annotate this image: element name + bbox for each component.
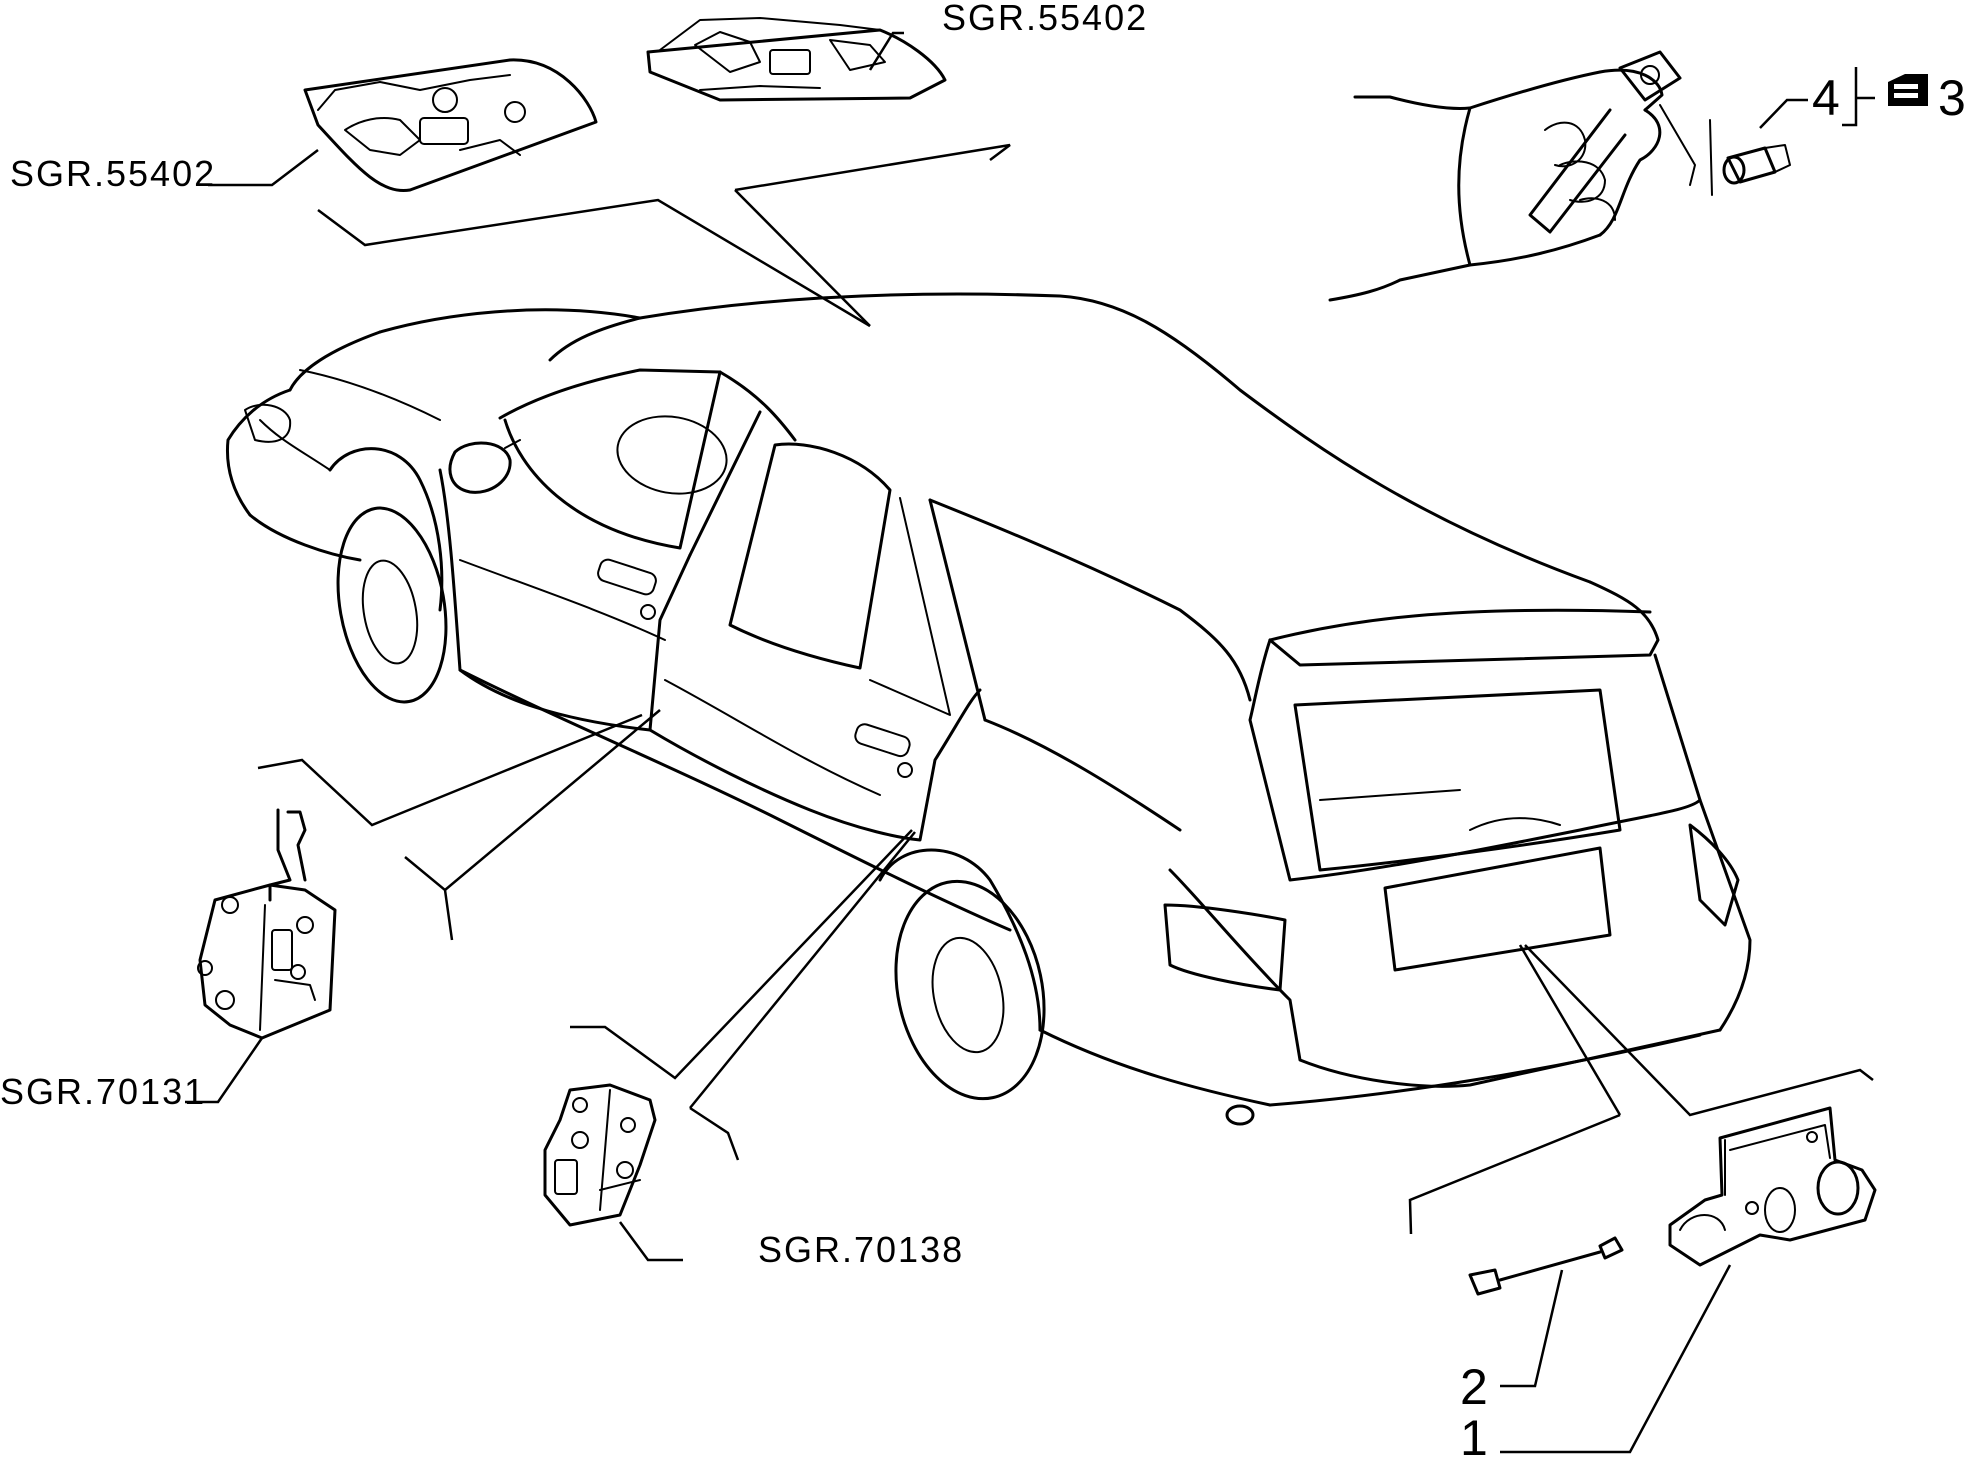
callout-part-1: 1 [1460,1410,1488,1457]
rear-door-lock-part [543,1083,657,1227]
callout-part-3: 3 [1938,70,1966,126]
cable-part [1468,1236,1624,1296]
callout-front-door-lock: SGR.70131 [0,1071,206,1112]
card-key-icon [1888,74,1928,106]
callout-rear-door-lock: SGR.70138 [758,1229,964,1270]
callout-part-4: 4 [1812,70,1840,126]
callout-part-2: 2 [1460,1359,1488,1415]
station-wagon-drawing [225,292,1752,1126]
callout-courtesy-light-top: SGR.55402 [942,0,1148,38]
hand-with-key-drawing [1328,50,1791,302]
front-door-lock-part [197,808,337,1040]
callout-courtesy-light-left: SGR.55402 [10,153,216,194]
leader-lines [185,31,1875,1454]
courtesy-light-top-part [646,17,947,102]
courtesy-light-left-part [303,58,598,193]
tailgate-lock-part [1668,1106,1877,1267]
